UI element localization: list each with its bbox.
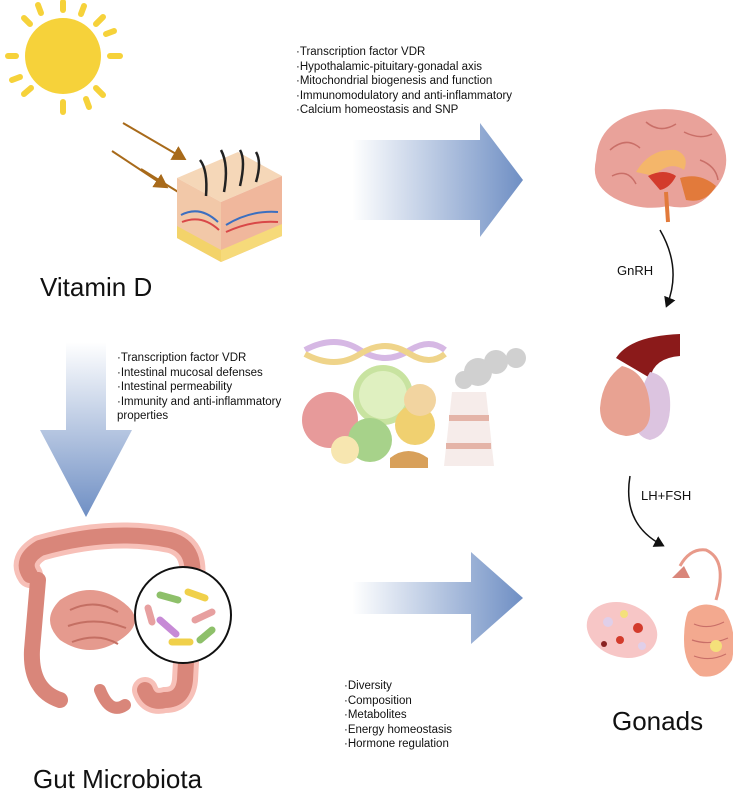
list-item: Intestinal mucosal defenses [117,366,302,381]
list-item: Calcium homeostasis and SNP [296,103,512,118]
list-item: Metabolites [344,708,452,723]
testis-illustration [672,548,733,677]
gnrh-label: GnRH [617,263,654,278]
left-factors-list: Transcription factor VDR Intestinal muco… [117,351,302,424]
list-item: Intestinal permeability [117,380,302,395]
list-item: Mitochondrial biogenesis and function [296,74,512,89]
list-item: Hormone regulation [344,737,452,752]
lh-fsh-arrow [627,475,665,547]
top-factors-list: Transcription factor VDR Hypothalamic-pi… [296,45,512,118]
gut-microbiota-label: Gut Microbiota [33,764,203,794]
gonads-label: Gonads [612,706,704,736]
list-item: Energy homeostasis [344,723,452,738]
list-item: Hypothalamic-pituitary-gonadal axis [296,60,512,75]
skin-illustration [177,149,282,262]
list-item: Transcription factor VDR [296,45,512,60]
gut-illustration [13,522,232,714]
list-item: Transcription factor VDR [117,351,302,366]
list-item: Composition [344,694,452,709]
pituitary-illustration [600,334,680,440]
brain-illustration [594,109,727,223]
vitamin-d-label: Vitamin D [40,272,153,302]
list-item: Diversity [344,679,452,694]
gnrh-arrow [659,229,676,308]
bottom-factors-list: Diversity Composition Metabolites Energy… [344,679,452,752]
lh-fsh-label: LH+FSH [641,488,692,503]
ovary-illustration [586,602,658,658]
left-gradient-arrow [40,342,132,517]
sun-icon [5,0,123,115]
list-item: Immunomodulatory and anti-inflammatory [296,89,512,104]
top-gradient-arrow [352,123,523,237]
bottom-gradient-arrow [352,552,523,644]
environment-factors-illustration [302,339,526,468]
list-item: Immunity and anti-inflammatory propertie… [117,395,302,424]
